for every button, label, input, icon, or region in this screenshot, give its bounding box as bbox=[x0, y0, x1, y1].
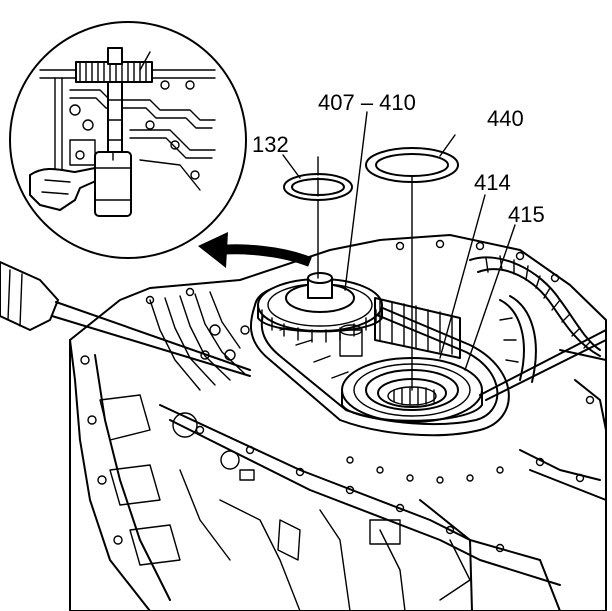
thrust-washer-440 bbox=[365, 147, 459, 391]
probe-tool bbox=[479, 329, 607, 401]
callout-440: 440 bbox=[487, 106, 524, 131]
inset-shaft bbox=[107, 81, 123, 153]
callout-414: 414 bbox=[474, 170, 511, 195]
drive-sprocket-407-410 bbox=[257, 272, 383, 343]
callout-407-410: 407 – 410 bbox=[318, 90, 416, 115]
screwdriver-tool bbox=[0, 261, 251, 377]
inset-gear bbox=[75, 47, 153, 83]
transmission-case bbox=[69, 234, 607, 611]
case-bolt-holes bbox=[80, 239, 595, 553]
leader-407-410 bbox=[344, 111, 368, 291]
callout-132: 132 bbox=[252, 132, 289, 157]
inset-hand bbox=[29, 167, 99, 211]
inner-gear-pack bbox=[339, 297, 461, 359]
leader-415 bbox=[464, 224, 516, 371]
leader-440 bbox=[439, 134, 456, 157]
inset-solenoid bbox=[94, 151, 132, 217]
leader-132 bbox=[282, 154, 301, 179]
callout-leaders bbox=[282, 134, 516, 371]
valve-body-channels bbox=[149, 291, 250, 391]
detail-inset bbox=[9, 21, 247, 259]
curved-arrow-icon bbox=[198, 232, 312, 268]
callout-415: 415 bbox=[508, 202, 545, 227]
leader-414 bbox=[439, 194, 486, 359]
snap-ring-132 bbox=[283, 156, 353, 279]
